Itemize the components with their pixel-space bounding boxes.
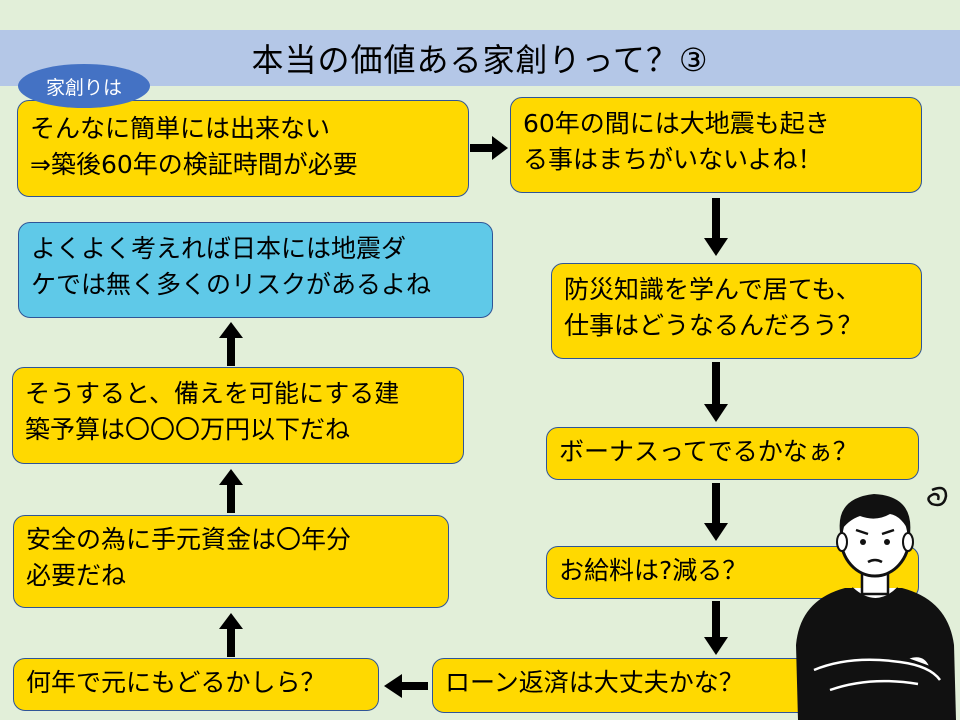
box-bonus: ボーナスってでるかなぁ？ <box>546 427 919 480</box>
arrow-down <box>704 198 728 256</box>
worried-person-illustration <box>796 486 956 720</box>
topic-badge: 家創りは <box>18 64 150 108</box>
arrow-up <box>219 322 243 366</box>
arrow-up <box>219 613 243 657</box>
arrow-down <box>704 483 728 541</box>
arrow-down <box>704 362 728 422</box>
arrow-right <box>470 136 508 160</box>
title-bar: 本当の価値ある家創りって？③ <box>0 30 960 86</box>
box-disaster-knowledge-job: 防災知識を学んで居ても、 仕事はどうなるんだろう？ <box>551 263 922 359</box>
box-cash-reserve: 安全の為に手元資金は〇年分 必要だね <box>13 515 449 608</box>
box-building-budget: そうすると、備えを可能にする建 築予算は〇〇〇万円以下だね <box>12 367 464 464</box>
box-many-risks: よくよく考えれば日本には地震ダ ケでは無く多くのリスクがあるよね <box>18 222 493 318</box>
arrow-left <box>384 674 428 698</box>
arrow-up <box>219 469 243 513</box>
box-loan-repayment: ローン返済は大丈夫かな？ <box>432 658 812 713</box>
box-build-not-easy: そんなに簡単には出来ない ⇒築後60年の検証時間が必要 <box>17 100 469 197</box>
box-earthquake-certain: 60年の間には大地震も起き る事はまちがいないよね！ <box>510 97 922 193</box>
arrow-down <box>704 601 728 655</box>
page-title: 本当の価値ある家創りって？③ <box>251 41 709 79</box>
box-recovery-years: 何年で元にもどるかしら？ <box>13 658 379 711</box>
